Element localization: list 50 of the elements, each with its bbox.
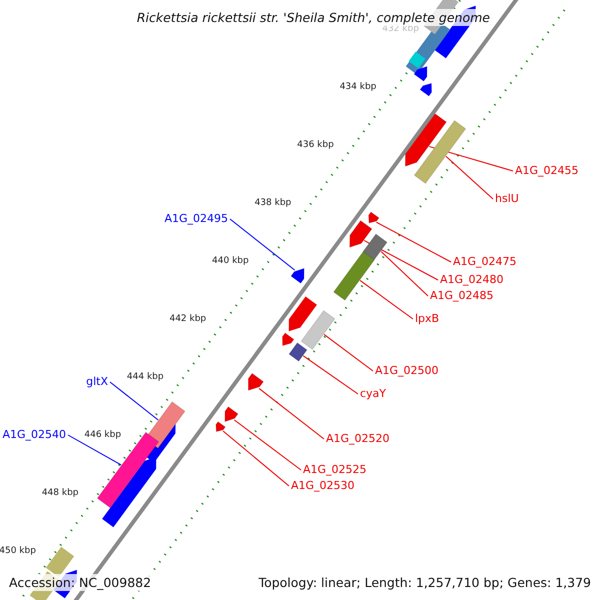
gene-bar — [288, 342, 308, 362]
scale-label: 436 kbp — [297, 140, 334, 152]
gene-label: hslU — [495, 192, 519, 206]
leader-line — [234, 419, 302, 470]
gene-bar — [333, 251, 375, 301]
gene-label: A1G_02495 — [164, 212, 228, 226]
title: Rickettsia rickettsii str. 'Sheila Smith', complete genome — [134, 9, 492, 26]
gene-label: cyaY — [360, 387, 386, 401]
gene-block — [349, 220, 372, 248]
footer-text: Accession: NC_009882 — [7, 574, 154, 591]
gene-block — [405, 113, 447, 167]
leader-line — [324, 334, 374, 372]
gene-bar — [414, 120, 466, 184]
gene-label: A1G_02475 — [453, 255, 517, 269]
leader-line — [68, 434, 122, 466]
leader-line — [222, 430, 290, 486]
scale-label: 446 kbp — [84, 430, 122, 442]
scale-label: 440 kbp — [212, 256, 249, 268]
gene-label: A1G_02520 — [326, 432, 390, 446]
scale-label: 434 kbp — [340, 82, 376, 93]
gene-label: A1G_02480 — [440, 273, 504, 287]
leader-line — [230, 218, 296, 271]
scale-label: 442 kbp — [169, 314, 206, 326]
gene-bar — [300, 310, 336, 350]
scale-label: 438 kbp — [254, 198, 292, 210]
leader-line — [258, 388, 324, 440]
gene-label: A1G_02485 — [430, 289, 494, 303]
gene-block — [368, 212, 380, 224]
leader-line — [302, 355, 358, 394]
leader-line — [360, 280, 414, 320]
gene-block — [224, 406, 238, 422]
gene-block — [290, 268, 304, 284]
scale-label: 450 kbp — [0, 546, 36, 558]
scale-label: 432 kbp — [382, 24, 419, 35]
gene-label: A1G_02530 — [291, 479, 355, 493]
gene-label: lpxB — [415, 312, 440, 326]
gene-bar — [362, 234, 388, 260]
leader-line — [110, 382, 159, 420]
scale-label: 448 kbp — [42, 488, 78, 500]
leader-line — [446, 156, 494, 200]
gene-label: gltX — [86, 375, 108, 389]
gene-label: A1G_02500 — [375, 364, 439, 378]
gene-block — [216, 421, 226, 432]
scale-label: 444 kbp — [126, 372, 164, 384]
gene-label: A1G_02525 — [303, 463, 367, 477]
leader-line — [376, 222, 452, 262]
gene-label: A1G_02540 — [2, 428, 66, 442]
leader-line — [380, 250, 428, 296]
gene-label: A1G_02455 — [515, 164, 579, 178]
gene-block — [248, 372, 264, 391]
